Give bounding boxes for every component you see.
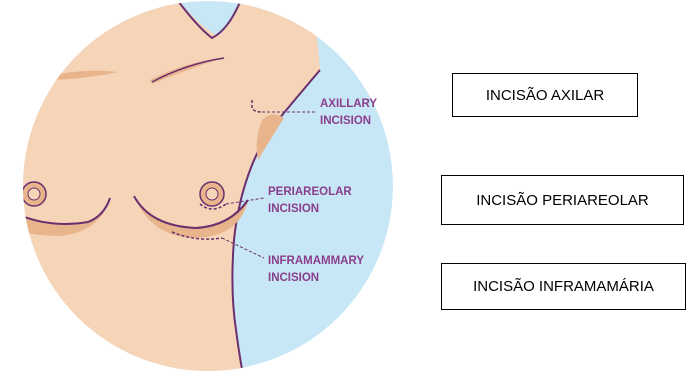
inframammary-callout-line2: INCISION (268, 272, 319, 284)
label-incisao-inframamaria-text: INCISÃO INFRAMAMÁRIA (473, 278, 654, 295)
periareolar-callout-line2: INCISION (268, 203, 319, 215)
label-incisao-axilar: INCISÃO AXILAR (452, 73, 638, 117)
right-nipple (206, 188, 218, 200)
label-incisao-axilar-text: INCISÃO AXILAR (486, 87, 604, 104)
axillary-callout-line1: AXILLARY (320, 98, 377, 110)
periareolar-callout-line1: PERIAREOLAR (268, 186, 352, 198)
inframammary-callout-line1: INFRAMAMMARY (268, 255, 364, 267)
label-incisao-periareolar-text: INCISÃO PERIAREOLAR (476, 192, 649, 209)
label-incisao-periareolar: INCISÃO PERIAREOLAR (441, 175, 684, 225)
axillary-callout-line2: INCISION (320, 115, 371, 127)
left-nipple (28, 188, 40, 200)
label-incisao-inframamaria: INCISÃO INFRAMAMÁRIA (441, 263, 686, 310)
